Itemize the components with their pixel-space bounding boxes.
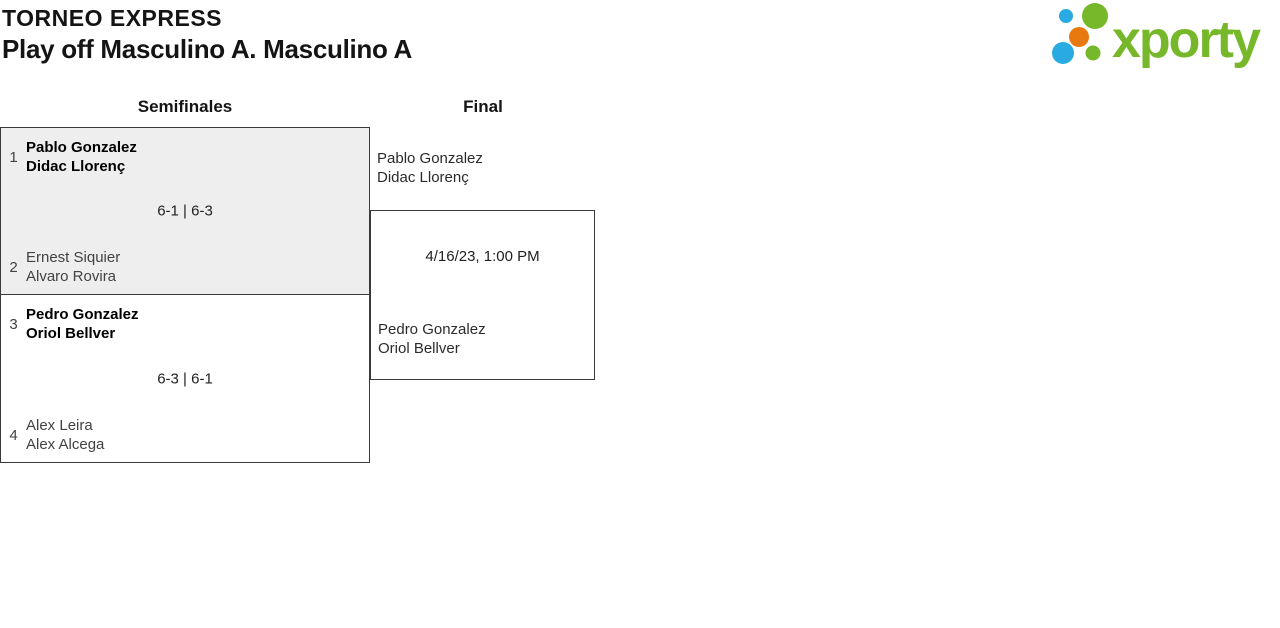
logo-dot-green-large [1082,3,1108,29]
team-row: 2 Ernest Siquier Alvaro Rovira [1,248,369,286]
team-name-pair: Pablo Gonzalez Didac Llorenç [26,138,137,176]
player-name: Oriol Bellver [26,325,116,342]
logo-dot-blue-small [1059,9,1073,23]
seed-number: 4 [9,426,18,444]
match-score: 6-3 | 6-1 [157,370,213,387]
team-row: 1 Pablo Gonzalez Didac Llorenç [1,138,369,176]
round-header-final: Final [463,97,503,116]
logo-dot-orange [1069,27,1089,47]
player-name: Pablo Gonzalez [377,150,483,167]
tournament-title: TORNEO EXPRESS [2,5,223,31]
round-header-semifinales: Semifinales [137,97,233,116]
player-name: Didac Llorenç [26,158,126,175]
player-name: Alvaro Rovira [26,268,117,285]
player-name: Alex Leira [26,417,93,434]
seed-number: 2 [9,258,18,276]
player-name: Pedro Gonzalez [378,321,486,338]
match-schedule: 4/16/23, 1:00 PM [425,248,540,265]
player-name: Didac Llorenç [377,169,469,186]
final-match[interactable]: 4/16/23, 1:00 PM Pedro Gonzalez Oriol Be… [370,210,595,380]
xporty-logo[interactable]: xporty [1048,0,1274,70]
player-name: Pedro Gonzalez [26,306,139,323]
page-title: Play off Masculino A. Masculino A [2,34,413,64]
player-name: Oriol Bellver [378,340,460,357]
final-top-team: Pablo Gonzalez Didac Llorenç [377,149,483,187]
player-name: Ernest Siquier [26,249,121,266]
player-name: Pablo Gonzalez [26,139,137,156]
xporty-logo-graphic: xporty [1052,3,1263,69]
semifinal-match-1[interactable]: 1 Pablo Gonzalez Didac Llorenç 6-1 | 6-3… [0,127,370,295]
team-name-pair: Alex Leira Alex Alcega [26,416,104,454]
seed-number: 1 [9,148,18,166]
header: TORNEO EXPRESS Play off Masculino A. Mas… [2,3,412,65]
team-name-pair: Pedro Gonzalez Oriol Bellver [26,305,139,343]
logo-dot-blue-large [1052,42,1074,64]
final-bottom-team: Pedro Gonzalez Oriol Bellver [378,320,486,358]
team-row: 4 Alex Leira Alex Alcega [1,416,369,454]
match-score: 6-1 | 6-3 [157,202,213,220]
team-name-pair: Ernest Siquier Alvaro Rovira [26,248,120,286]
semifinal-match-2[interactable]: 3 Pedro Gonzalez Oriol Bellver 6-3 | 6-1… [0,294,370,463]
logo-dot-green-small [1085,45,1101,61]
logo-wordmark: xporty [1112,11,1261,69]
player-name: Alex Alcega [26,436,105,453]
seed-number: 3 [9,315,18,333]
team-row: 3 Pedro Gonzalez Oriol Bellver [1,305,369,343]
